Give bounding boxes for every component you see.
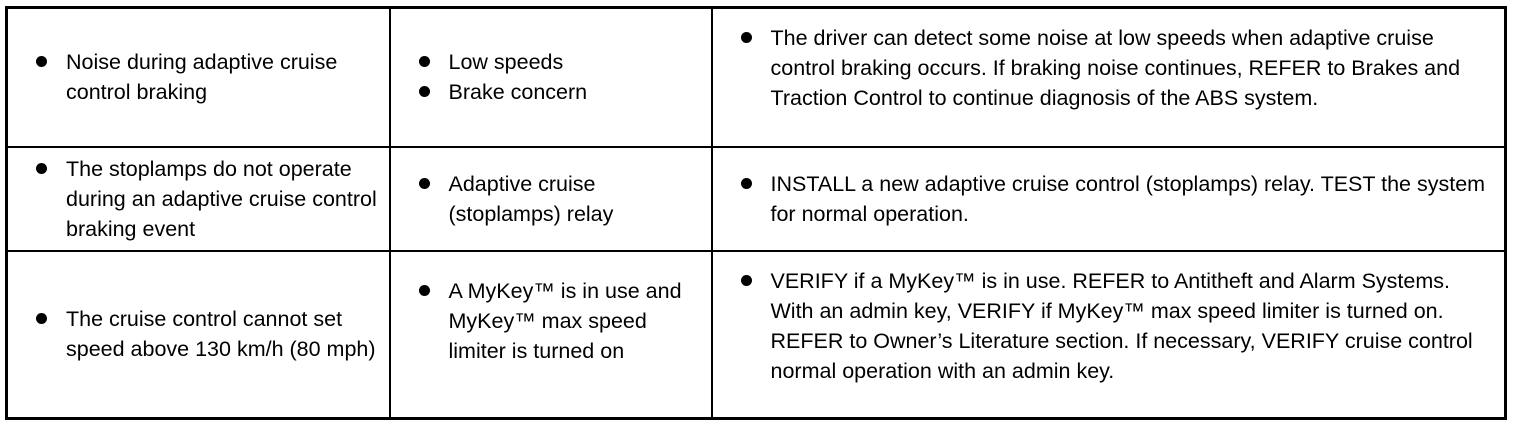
list-item: A MyKey™ is in use and MyKey™ max speed … <box>418 276 703 366</box>
symptom-list: The cruise control cannot set speed abov… <box>36 304 381 364</box>
list-item: Noise during adaptive cruise control bra… <box>36 47 381 107</box>
source-cell: A MyKey™ is in use and MyKey™ max speed … <box>388 249 713 420</box>
list-item: Brake concern <box>418 77 703 107</box>
symptom-list: The stoplamps do not operate during an a… <box>36 154 381 244</box>
list-item: The driver can detect some noise at low … <box>740 23 1497 113</box>
list-item: The stoplamps do not operate during an a… <box>36 154 381 244</box>
list-item: VERIFY if a MyKey™ is in use. REFER to A… <box>740 266 1497 386</box>
source-list: Adaptive cruise (stoplamps) relay <box>418 169 703 229</box>
action-list: The driver can detect some noise at low … <box>740 23 1497 113</box>
diagnostic-table: Noise during adaptive cruise control bra… <box>5 6 1507 420</box>
source-cell: Adaptive cruise (stoplamps) relay <box>388 145 713 252</box>
list-item: Adaptive cruise (stoplamps) relay <box>418 169 703 229</box>
action-list: VERIFY if a MyKey™ is in use. REFER to A… <box>740 266 1497 386</box>
table-row: Noise during adaptive cruise control bra… <box>5 6 1507 148</box>
list-item: Low speeds <box>418 47 703 77</box>
source-list: A MyKey™ is in use and MyKey™ max speed … <box>418 276 703 366</box>
action-cell: INSTALL a new adaptive cruise control (s… <box>710 145 1507 252</box>
symptom-cell: Noise during adaptive cruise control bra… <box>5 6 391 148</box>
table-row: The cruise control cannot set speed abov… <box>5 249 1507 420</box>
symptom-cell: The cruise control cannot set speed abov… <box>5 249 391 420</box>
symptom-cell: The stoplamps do not operate during an a… <box>5 145 391 252</box>
action-cell: The driver can detect some noise at low … <box>710 6 1507 148</box>
table-row: The stoplamps do not operate during an a… <box>5 145 1507 252</box>
source-list: Low speeds Brake concern <box>418 47 703 107</box>
list-item: INSTALL a new adaptive cruise control (s… <box>740 169 1497 229</box>
list-item: The cruise control cannot set speed abov… <box>36 304 381 364</box>
source-cell: Low speeds Brake concern <box>388 6 713 148</box>
symptom-list: Noise during adaptive cruise control bra… <box>36 47 381 107</box>
action-cell: VERIFY if a MyKey™ is in use. REFER to A… <box>710 249 1507 420</box>
action-list: INSTALL a new adaptive cruise control (s… <box>740 169 1497 229</box>
